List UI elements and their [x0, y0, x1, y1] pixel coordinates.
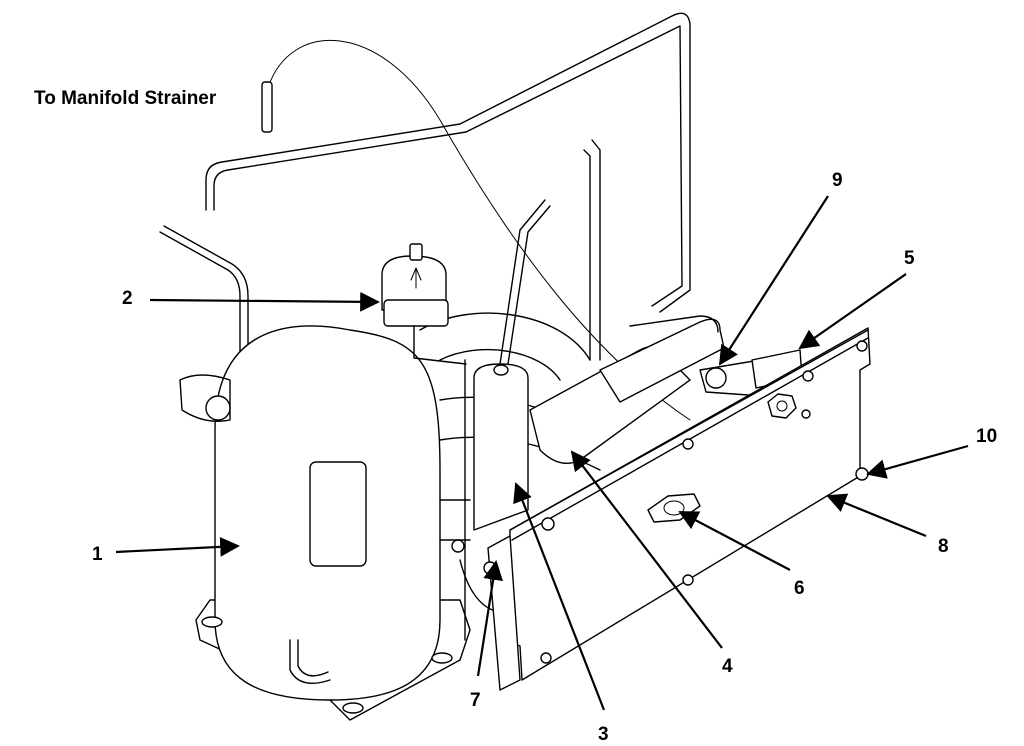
- compressor-shell: [179, 325, 471, 721]
- leader-1: [115, 536, 240, 557]
- callout-5: 5: [904, 248, 915, 269]
- leader-8: [826, 493, 927, 538]
- callout-4: 4: [722, 656, 733, 677]
- callout-10: 10: [976, 426, 997, 447]
- callout-7: 7: [470, 690, 481, 711]
- callout-leaders: [115, 195, 969, 711]
- callout-2: 2: [122, 288, 133, 309]
- to-manifold-strainer-label: To Manifold Strainer: [34, 88, 217, 109]
- leader-5: [798, 273, 907, 350]
- hex-fitting: [767, 393, 797, 419]
- callout-labels: 1 2 3 4 5 6 7 8 9 10: [92, 170, 997, 745]
- leader-7: [476, 560, 503, 677]
- callout-3: 3: [598, 724, 609, 745]
- leader-9: [718, 195, 829, 366]
- leader-4: [570, 450, 723, 649]
- capillary-tube: [261, 40, 691, 421]
- callout-9: 9: [832, 170, 843, 191]
- discharge-tube: [205, 12, 691, 313]
- callout-8: 8: [938, 536, 949, 557]
- receiver-tank: [473, 139, 601, 531]
- heat-exchanger: [529, 315, 725, 464]
- callout-1: 1: [92, 544, 103, 565]
- leader-3: [513, 482, 606, 711]
- leader-6: [678, 511, 791, 571]
- callout-6: 6: [794, 578, 805, 599]
- leader-2: [149, 291, 380, 312]
- leader-10: [866, 444, 969, 479]
- pressure-switch: [381, 243, 467, 365]
